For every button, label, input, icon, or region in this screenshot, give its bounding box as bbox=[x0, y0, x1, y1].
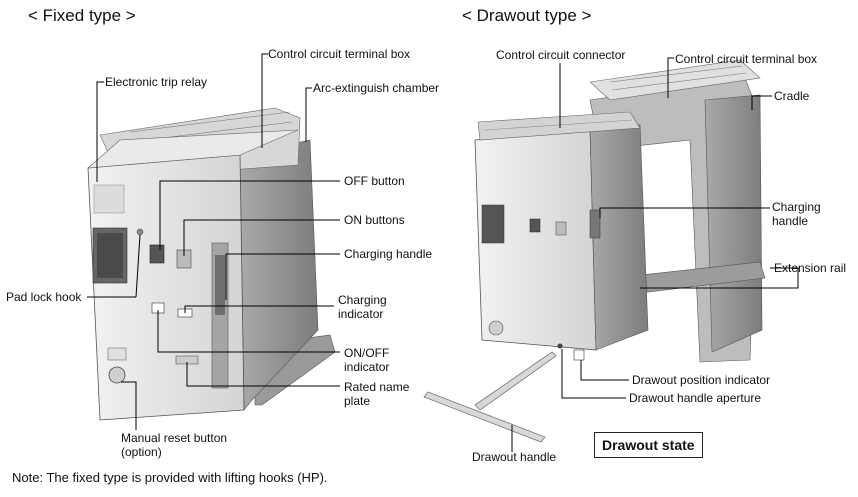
label-onoff-indicator: ON/OFF indicator bbox=[344, 346, 390, 374]
label-arc-chamber: Arc-extinguish chamber bbox=[313, 81, 440, 95]
label-on-buttons: ON buttons bbox=[344, 213, 405, 227]
label-off-button: OFF button bbox=[344, 174, 405, 188]
label-extension-rail: Extension rail bbox=[774, 261, 847, 275]
label-charging-indicator: Charging indicator bbox=[338, 293, 387, 321]
label-control-terminal-box-fixed: Control circuit terminal box bbox=[268, 47, 411, 61]
drawout-breaker bbox=[474, 59, 766, 363]
label-cradle: Cradle bbox=[774, 89, 810, 103]
label-control-connector: Control circuit connector bbox=[496, 48, 626, 62]
label-charging-handle-drawout: Charging handle bbox=[772, 200, 821, 228]
label-pad-lock-hook: Pad lock hook bbox=[6, 290, 82, 304]
label-electronic-trip-relay: Electronic trip relay bbox=[105, 75, 208, 89]
fixed-breaker bbox=[87, 107, 336, 421]
label-drawout-handle: Drawout handle bbox=[472, 450, 557, 464]
label-rated-name-plate: Rated name plate bbox=[344, 380, 410, 408]
label-handle-aperture: Drawout handle aperture bbox=[629, 391, 762, 405]
label-control-terminal-box-drawout: Control circuit terminal box bbox=[675, 52, 818, 66]
label-charging-handle-fixed: Charging handle bbox=[344, 247, 433, 261]
leader-lines bbox=[87, 53, 799, 452]
label-manual-reset-button: Manual reset button (option) bbox=[121, 431, 228, 459]
fixed-type-title: < Fixed type > bbox=[28, 6, 136, 25]
footnote: Note: The fixed type is provided with li… bbox=[12, 470, 328, 485]
drawout-type-title: < Drawout type > bbox=[462, 6, 592, 25]
label-position-indicator: Drawout position indicator bbox=[632, 373, 771, 387]
drawout-handle-illustration bbox=[423, 351, 557, 443]
drawout-state-box: Drawout state bbox=[594, 432, 703, 458]
